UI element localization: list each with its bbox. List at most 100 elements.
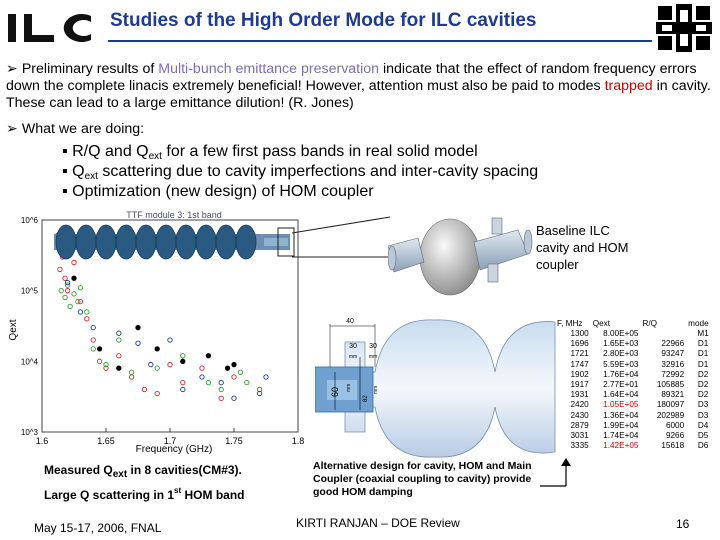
table-cell: D1 (697, 349, 709, 359)
table-cell: 5.59E+03 (603, 359, 639, 369)
callout-lines (291, 216, 391, 258)
square-bullet-icon: ▪ (62, 143, 68, 160)
large-q-sup: st (174, 486, 182, 495)
y-axis-label: Qext (8, 319, 19, 340)
data-point (231, 361, 237, 368)
data-point (263, 374, 269, 380)
cavity-string-image (54, 224, 295, 260)
table-cell: 1.64E+04 (603, 390, 639, 400)
bullet-qext: ▪ Qext scattering due to cavity imperfec… (62, 162, 538, 187)
data-point (180, 386, 186, 393)
data-point (84, 316, 90, 322)
data-point (64, 279, 71, 286)
data-point (135, 324, 141, 331)
table-cell: 1.65E+03 (603, 339, 639, 349)
arrow-bullet-icon: ➢ (6, 61, 18, 77)
table-cell: 1931 (570, 390, 589, 400)
table-cell: 2430 (570, 410, 589, 420)
data-point (167, 361, 173, 368)
bullet-qext-sub: ext (84, 171, 98, 182)
table-cell: 1300 (570, 329, 589, 339)
data-point (154, 390, 160, 397)
dim-mm-4: mm (373, 386, 379, 394)
data-point (154, 365, 160, 371)
table-cell: 8.00E+05 (603, 329, 639, 339)
header-rq: R/Q (642, 319, 658, 328)
data-point (90, 337, 96, 343)
dim-mm-1: mm (349, 354, 357, 360)
table-cell: 93247 (661, 349, 685, 359)
data-point (64, 282, 71, 288)
data-point (154, 346, 160, 352)
data-point (256, 390, 263, 397)
footer-center: KIRTI RANJAN – DOE Review (296, 516, 460, 530)
data-point (180, 379, 186, 386)
table-cell: D3 (697, 410, 709, 420)
data-point (62, 275, 68, 281)
data-point (148, 361, 154, 368)
table-cell: D1 (697, 339, 709, 349)
data-point (237, 369, 244, 375)
data-point (75, 298, 81, 305)
intro-text-a: Preliminary results of (21, 61, 159, 77)
title-divider (108, 40, 652, 42)
table-cell: D2 (697, 380, 709, 390)
square-bullet-icon: ▪ (62, 183, 68, 200)
table-cell: 1.76E+04 (603, 369, 639, 379)
data-point (77, 309, 84, 315)
arrow-to-table (540, 458, 571, 487)
data-point (116, 353, 122, 359)
table-cell: D2 (697, 369, 709, 379)
fermilab-logo (654, 2, 714, 54)
dim-mm-2: mm (369, 354, 377, 360)
data-point (103, 361, 109, 368)
x-tick-label: 1.75 (225, 436, 243, 446)
data-point (180, 358, 186, 364)
page-number: 16 (676, 517, 690, 531)
intro-trapped: trapped (604, 78, 653, 94)
table-cell: 1.99E+04 (603, 420, 639, 430)
data-point (71, 275, 77, 281)
table-cell: 2.80E+03 (603, 349, 639, 359)
bullet-rq-rest: for a few first pass bands in real solid… (161, 143, 478, 160)
table-header-row: F, MHz Qext R/Q mode (555, 318, 720, 329)
baseline-label: Baseline ILC cavity and HOM coupler (536, 223, 629, 272)
y-tick-label: 10^6 (21, 216, 39, 225)
data-point (141, 386, 148, 393)
table-cell: 22966 (661, 339, 685, 349)
qext-chart: TTF module 3: 1st band Frequency (GHz) Q… (8, 210, 304, 455)
data-point (167, 337, 173, 343)
data-point (62, 294, 68, 301)
table-cell: 32916 (661, 359, 685, 369)
footer-date: May 15-17, 2006, FNAL (34, 521, 162, 535)
chart-title: TTF module 3: 1st band (126, 210, 222, 220)
data-point (218, 386, 224, 393)
x-axis-label: Frequency (GHz) (136, 444, 213, 455)
table-cell: D3 (697, 400, 709, 410)
data-point (180, 353, 186, 359)
table-cell: D6 (697, 441, 709, 451)
table-cell: 180097 (656, 400, 685, 410)
bullet-qext-rest: scattering due to cavity imperfections a… (97, 163, 539, 180)
data-point (116, 337, 122, 343)
data-point (103, 365, 109, 371)
data-point (77, 285, 84, 291)
ilc-logo (8, 14, 91, 42)
measured-sub: ext (112, 469, 128, 480)
bullet-rq: ▪ R/Q and Qext for a few first pass band… (62, 142, 478, 167)
data-point (218, 395, 224, 401)
data-point (128, 369, 135, 375)
dim-40: 40 (346, 318, 354, 325)
header-mode: mode (688, 319, 709, 328)
y-tick-label: 10^4 (21, 357, 39, 366)
table-cell: 1.05E+05 (603, 400, 639, 410)
data-point (199, 374, 205, 380)
